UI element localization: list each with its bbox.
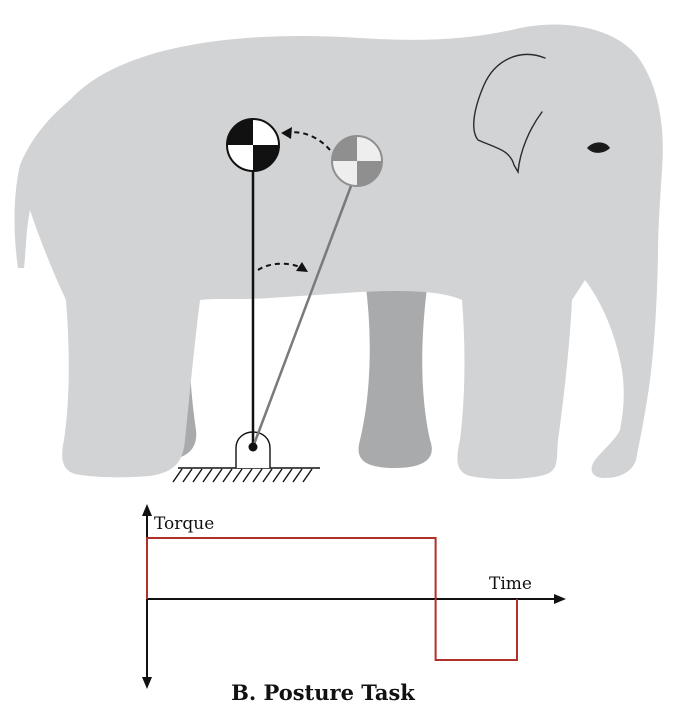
torque-signal-line: [146, 537, 518, 661]
target-marker-faded-icon: [331, 135, 383, 187]
hatch-mark: [182, 468, 193, 483]
hatch-mark: [302, 468, 313, 483]
ground-hatching-icon: [172, 467, 320, 483]
elephant-eye: [587, 142, 610, 153]
x-axis-label: Time: [489, 574, 532, 594]
y-axis-arrow-up: [142, 504, 152, 516]
elephant-body: [14, 24, 663, 480]
elephant-ear: [473, 53, 546, 175]
figure-caption: B. Posture Task: [231, 680, 415, 705]
hatch-mark: [172, 468, 183, 483]
hatch-mark: [242, 468, 253, 483]
elephant-silhouette-icon: [14, 24, 663, 480]
hatch-mark: [282, 468, 293, 483]
hatch-mark: [192, 468, 203, 483]
elephant-far-front-leg: [358, 280, 432, 468]
hatch-mark: [272, 468, 283, 483]
arrowhead-bottom: [296, 262, 308, 272]
hatch-mark: [292, 468, 303, 483]
hatch-mark: [262, 468, 273, 483]
x-axis-arrow: [554, 594, 566, 604]
torque-plot: Torque Time: [142, 504, 566, 689]
y-axis-arrow-down: [142, 677, 152, 689]
target-marker-icon: [226, 118, 280, 172]
y-axis-label: Torque: [154, 514, 214, 534]
hatch-mark: [212, 468, 223, 483]
arrowhead-top: [281, 127, 292, 139]
hatch-mark: [202, 468, 213, 483]
pendulum-tilted-rod: [251, 185, 353, 448]
curved-arrow-icon: [257, 131, 331, 271]
pivot-point: [248, 442, 258, 452]
hatch-mark: [222, 468, 233, 483]
hatch-mark: [232, 468, 243, 483]
hatch-mark: [252, 468, 263, 483]
